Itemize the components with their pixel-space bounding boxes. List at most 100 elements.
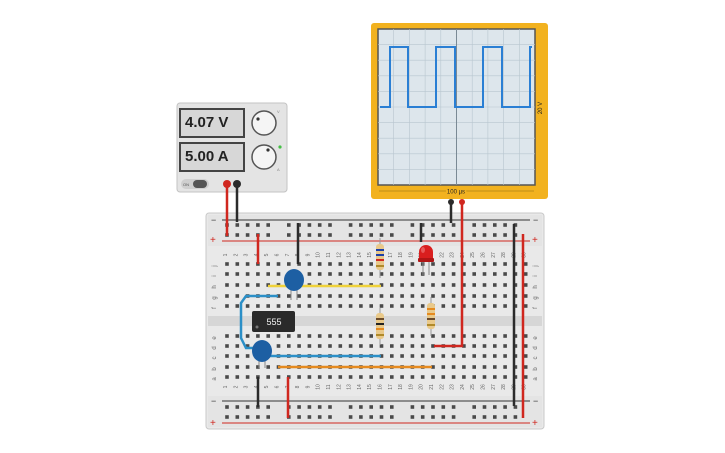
breadboard-hole[interactable] <box>307 233 312 237</box>
breadboard-hole[interactable] <box>462 365 466 369</box>
breadboard-hole[interactable] <box>287 334 291 338</box>
breadboard-hole[interactable] <box>493 233 497 237</box>
breadboard-hole[interactable] <box>420 334 425 338</box>
breadboard-hole[interactable] <box>369 344 373 348</box>
breadboard-hole[interactable] <box>317 334 322 338</box>
breadboard-hole[interactable] <box>256 365 260 369</box>
breadboard-hole[interactable] <box>441 415 446 419</box>
breadboard-hole[interactable] <box>276 304 281 308</box>
breadboard-hole[interactable] <box>503 262 507 266</box>
breadboard-hole[interactable] <box>328 262 332 266</box>
breadboard-hole[interactable] <box>431 262 435 266</box>
breadboard-hole[interactable] <box>225 415 229 419</box>
led-red[interactable] <box>418 245 434 275</box>
breadboard-hole[interactable] <box>225 365 229 369</box>
breadboard-hole[interactable] <box>266 375 270 379</box>
breadboard-hole[interactable] <box>369 304 373 308</box>
breadboard-hole[interactable] <box>503 304 507 308</box>
breadboard-hole[interactable] <box>503 415 507 419</box>
breadboard-hole[interactable] <box>245 334 250 338</box>
breadboard-hole[interactable] <box>225 344 229 348</box>
resistor-right[interactable] <box>427 297 435 336</box>
breadboard-hole[interactable] <box>369 334 373 338</box>
breadboard-hole[interactable] <box>420 304 425 308</box>
breadboard-hole[interactable] <box>472 365 476 369</box>
breadboard-hole[interactable] <box>317 344 322 348</box>
breadboard-hole[interactable] <box>225 272 229 276</box>
breadboard[interactable]: − + − + − + − + 123456789101112131415161… <box>205 212 545 430</box>
breadboard-hole[interactable] <box>287 233 291 237</box>
breadboard-hole[interactable] <box>503 283 507 287</box>
breadboard-hole[interactable] <box>472 354 476 358</box>
breadboard-hole[interactable] <box>328 334 332 338</box>
breadboard-hole[interactable] <box>410 405 415 409</box>
breadboard-hole[interactable] <box>369 272 373 276</box>
breadboard-hole[interactable] <box>369 223 373 227</box>
breadboard-hole[interactable] <box>513 262 518 266</box>
breadboard-hole[interactable] <box>462 334 466 338</box>
breadboard-hole[interactable] <box>513 375 518 379</box>
breadboard-hole[interactable] <box>359 415 363 419</box>
breadboard-hole[interactable] <box>317 304 322 308</box>
breadboard-hole[interactable] <box>462 294 466 298</box>
breadboard-hole[interactable] <box>493 334 497 338</box>
breadboard-hole[interactable] <box>431 405 435 409</box>
oscilloscope[interactable]: 20 V 100 µs <box>371 23 548 205</box>
breadboard-hole[interactable] <box>420 223 425 227</box>
breadboard-hole[interactable] <box>225 294 229 298</box>
breadboard-hole[interactable] <box>328 233 332 237</box>
breadboard-hole[interactable] <box>379 375 384 379</box>
breadboard-hole[interactable] <box>256 283 260 287</box>
breadboard-hole[interactable] <box>390 334 394 338</box>
breadboard-hole[interactable] <box>451 272 456 276</box>
breadboard-hole[interactable] <box>307 375 312 379</box>
breadboard-hole[interactable] <box>472 334 476 338</box>
breadboard-hole[interactable] <box>276 272 281 276</box>
breadboard-hole[interactable] <box>338 272 343 276</box>
breadboard-hole[interactable] <box>420 354 425 358</box>
breadboard-hole[interactable] <box>482 223 487 227</box>
breadboard-hole[interactable] <box>400 272 404 276</box>
breadboard-hole[interactable] <box>297 375 301 379</box>
breadboard-hole[interactable] <box>276 344 281 348</box>
breadboard-hole[interactable] <box>245 262 250 266</box>
breadboard-hole[interactable] <box>266 415 270 419</box>
breadboard-hole[interactable] <box>297 344 301 348</box>
breadboard-hole[interactable] <box>287 294 291 298</box>
ceramic-capacitor-top[interactable] <box>284 269 304 300</box>
breadboard-hole[interactable] <box>328 304 332 308</box>
breadboard-hole[interactable] <box>482 415 487 419</box>
breadboard-hole[interactable] <box>245 283 250 287</box>
breadboard-hole[interactable] <box>266 223 270 227</box>
breadboard-hole[interactable] <box>513 233 518 237</box>
breadboard-hole[interactable] <box>482 262 487 266</box>
breadboard-hole[interactable] <box>390 272 394 276</box>
breadboard-hole[interactable] <box>431 344 435 348</box>
breadboard-hole[interactable] <box>266 365 270 369</box>
breadboard-hole[interactable] <box>513 283 518 287</box>
breadboard-hole[interactable] <box>400 375 404 379</box>
breadboard-hole[interactable] <box>420 233 425 237</box>
breadboard-hole[interactable] <box>225 304 229 308</box>
breadboard-hole[interactable] <box>451 334 456 338</box>
breadboard-hole[interactable] <box>390 233 394 237</box>
breadboard-hole[interactable] <box>482 334 487 338</box>
breadboard-hole[interactable] <box>400 304 404 308</box>
breadboard-hole[interactable] <box>307 294 312 298</box>
breadboard-hole[interactable] <box>410 415 415 419</box>
breadboard-hole[interactable] <box>431 415 435 419</box>
breadboard-hole[interactable] <box>451 262 456 266</box>
breadboard-hole[interactable] <box>307 223 312 227</box>
breadboard-hole[interactable] <box>482 272 487 276</box>
breadboard-hole[interactable] <box>379 304 384 308</box>
breadboard-hole[interactable] <box>297 294 301 298</box>
breadboard-hole[interactable] <box>493 304 497 308</box>
breadboard-hole[interactable] <box>503 344 507 348</box>
breadboard-hole[interactable] <box>379 294 384 298</box>
breadboard-hole[interactable] <box>523 344 528 348</box>
breadboard-hole[interactable] <box>235 365 240 369</box>
breadboard-hole[interactable] <box>317 223 322 227</box>
breadboard-hole[interactable] <box>431 365 435 369</box>
breadboard-hole[interactable] <box>513 405 518 409</box>
breadboard-hole[interactable] <box>348 415 353 419</box>
